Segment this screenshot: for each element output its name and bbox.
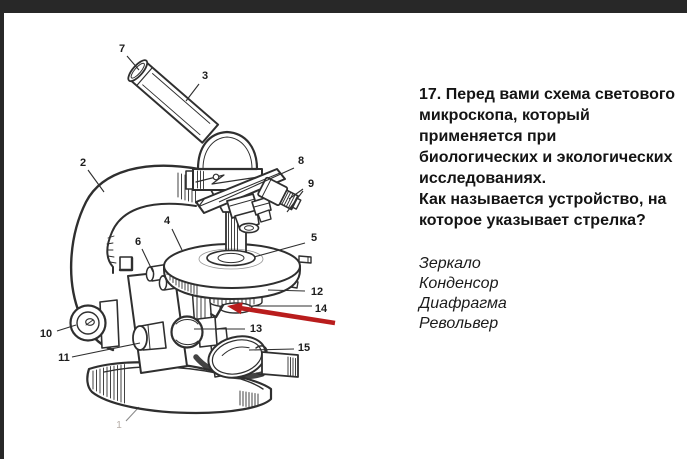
pointer-arrow-shaft	[239, 305, 336, 326]
part-label-15: 15	[298, 342, 310, 354]
question-line: применяется при	[419, 128, 557, 145]
answer-option[interactable]: Диафрагма	[419, 295, 507, 312]
label-leader-15	[248, 348, 295, 351]
objective-lenses	[226, 176, 302, 234]
top-frame-bar	[0, 0, 687, 13]
label-leader-10	[56, 324, 77, 332]
part-label-12: 12	[311, 286, 323, 298]
part-label-14: 14	[315, 303, 328, 315]
label-leader-8	[218, 167, 295, 203]
label-leader-1	[125, 406, 140, 422]
question-text: 17. Перед вами схема светового микроскопа…	[419, 84, 685, 231]
label-leader-12	[267, 289, 306, 292]
label-leader-4	[171, 228, 183, 251]
label-leader-2	[87, 169, 105, 193]
label-leader-9	[288, 188, 304, 200]
part-label-7: 7	[119, 43, 125, 55]
answer-option[interactable]: Зеркало	[419, 255, 481, 272]
label-leader-5	[253, 242, 306, 258]
part-label-5: 5	[311, 232, 317, 244]
part-label-8: 8	[298, 155, 304, 167]
focus-knob-fine	[132, 321, 167, 351]
question-line: 17. Перед вами схема светового	[419, 86, 676, 103]
label-leader-6	[141, 248, 154, 273]
question-line: микроскопа, который	[419, 107, 590, 124]
part-label-3: 3	[202, 70, 208, 82]
part-label-1: 1	[116, 420, 122, 431]
question-line: биологических и экологических	[419, 149, 673, 166]
question-panel: 17. Перед вами схема светового микроскопа…	[419, 84, 685, 334]
diaphragm-lever	[210, 303, 225, 319]
part-label-11: 11	[58, 352, 70, 364]
part-label-10: 10	[40, 328, 52, 340]
focus-knob-coarse	[69, 304, 107, 342]
label-leader-11	[71, 342, 141, 358]
pointer-arrow	[227, 302, 336, 326]
question-line: которое указывает стрелка?	[419, 212, 646, 229]
left-frame-bar	[0, 0, 4, 459]
label-leader-3	[185, 83, 200, 102]
part-label-9: 9	[308, 178, 314, 190]
part-label-4: 4	[164, 215, 171, 227]
part-label-2: 2	[80, 157, 86, 169]
label-leader-9	[286, 190, 304, 213]
part-label-6: 6	[135, 236, 141, 248]
label-leader-7	[126, 55, 140, 71]
question-line: исследованиях.	[419, 170, 547, 187]
answer-option[interactable]: Револьвер	[419, 315, 499, 332]
answer-option[interactable]: Конденсор	[419, 275, 499, 292]
pointer-arrow-head	[227, 302, 243, 315]
microscope-arm	[69, 164, 201, 352]
condenser-knob	[170, 315, 204, 349]
question-line: Как называется устройство, на	[419, 191, 667, 208]
part-label-13: 13	[250, 323, 262, 335]
eyepiece-tube	[127, 59, 220, 144]
